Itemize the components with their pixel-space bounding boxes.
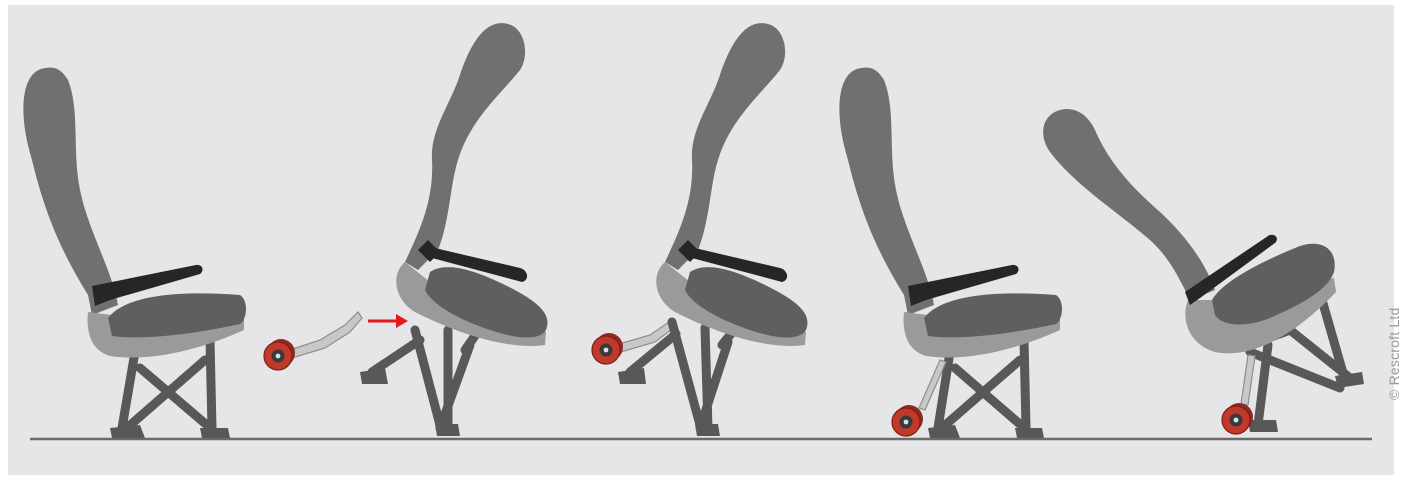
copyright-notice: © Rescroft Ltd — [1386, 308, 1402, 400]
